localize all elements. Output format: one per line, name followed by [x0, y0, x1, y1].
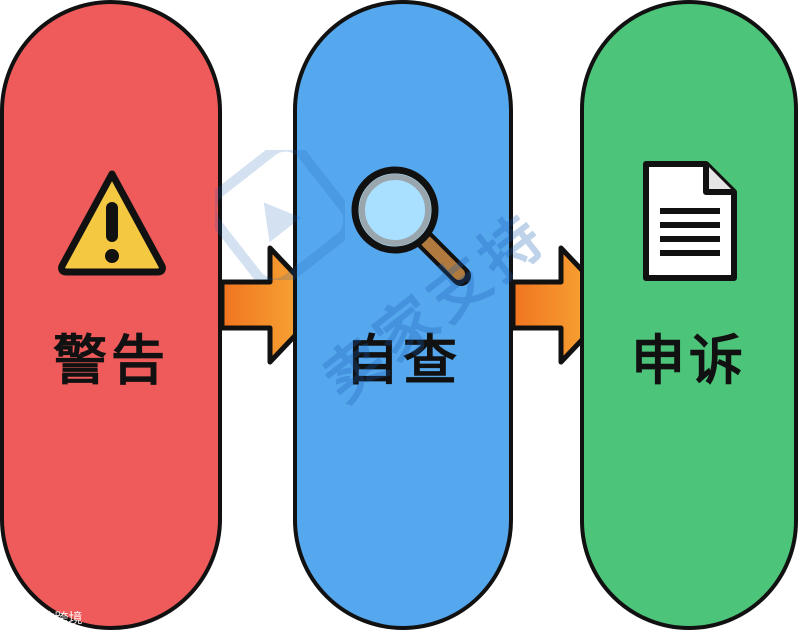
step-label: 申诉 [631, 329, 747, 392]
step-label: 警告 [53, 329, 169, 392]
step-appeal: 申诉 [580, 0, 798, 630]
step-self-check: 自查 [293, 0, 513, 630]
corner-watermark: © 大数跨境 [8, 611, 83, 627]
step-label: 自查 [345, 329, 461, 392]
magnifier-icon [351, 166, 471, 286]
warning-icon [58, 170, 166, 276]
step-warning: 警告 [0, 0, 222, 630]
document-icon [643, 161, 737, 281]
